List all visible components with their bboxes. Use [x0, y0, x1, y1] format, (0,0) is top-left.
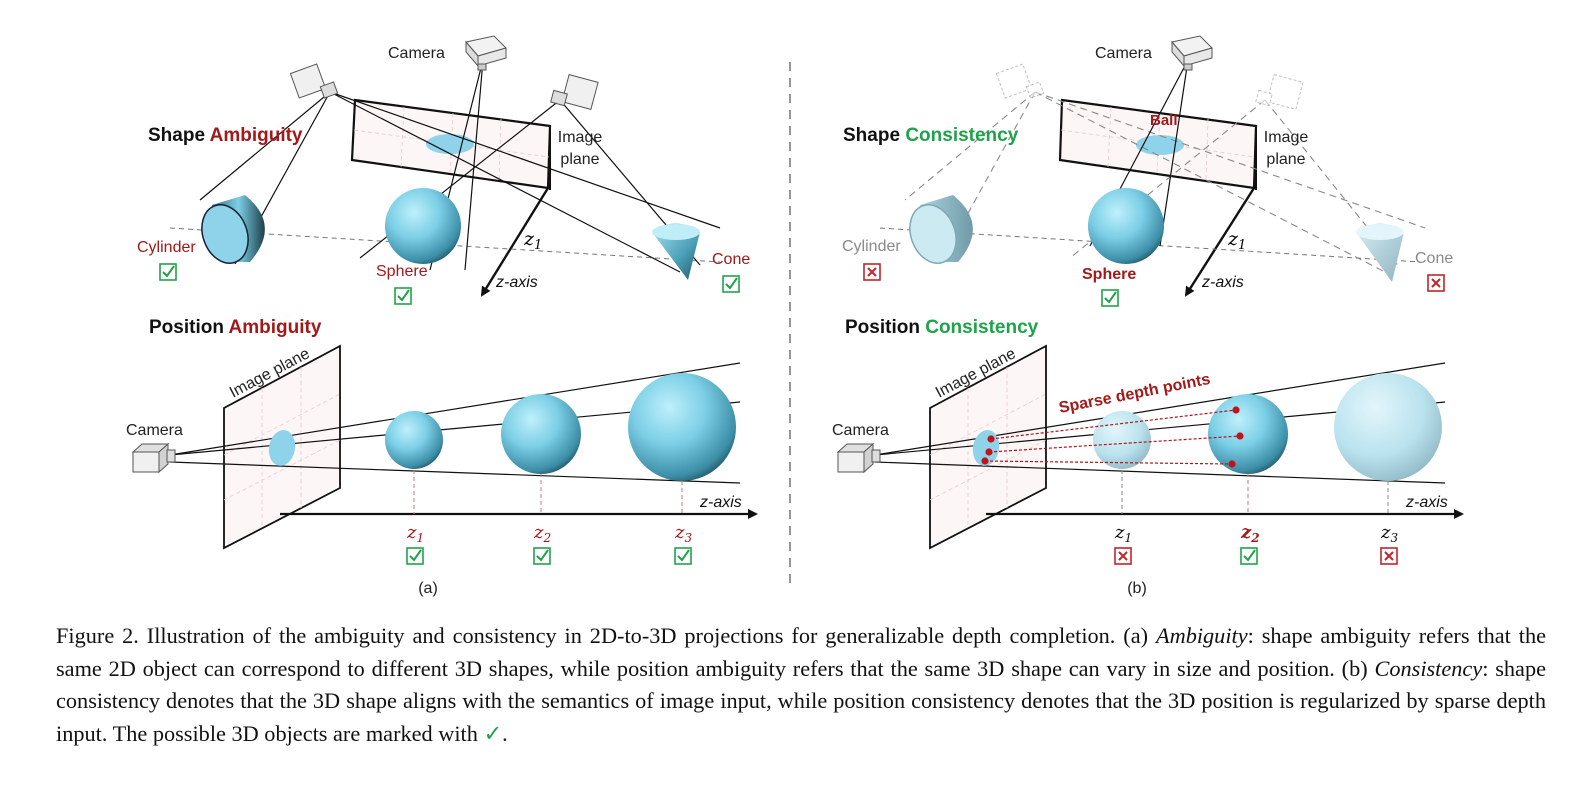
cylinder-label: Cylinder — [137, 239, 196, 256]
check-icon — [1101, 289, 1119, 307]
cone-label: Cone — [1415, 250, 1453, 267]
check-icon — [722, 275, 740, 293]
camera-label: Camera — [1095, 45, 1152, 62]
cross-icon — [1114, 547, 1132, 565]
cross-icon — [863, 263, 881, 281]
caption-part-1: Figure 2. Illustration of the ambiguity … — [56, 623, 1156, 648]
check-mark-icon: ✓ — [483, 720, 503, 746]
camera-left-faded-icon — [995, 63, 1045, 99]
check-icon — [394, 287, 412, 305]
image-plane-label: Image — [1264, 129, 1309, 146]
camera-right-icon — [550, 73, 599, 111]
check-icon — [674, 547, 692, 565]
caption-part-3: : shape consistency denotes that the 3D … — [56, 655, 1546, 746]
cross-icon — [1427, 274, 1445, 292]
cylinder-faded-shape — [909, 195, 973, 264]
cylinder-label: Cylinder — [842, 238, 901, 255]
camera-icon — [131, 442, 176, 474]
panel-a-shape-scene — [169, 35, 721, 297]
z-axis-bottom-label: z-axis — [1405, 494, 1448, 511]
projected-blob — [426, 134, 474, 154]
z-axis-label: z-axis — [1201, 274, 1244, 291]
shape-ambiguity-title: Shape Ambiguity — [148, 125, 303, 146]
check-icon — [1240, 547, 1258, 565]
cone-label: Cone — [712, 251, 750, 268]
position-ambiguity-title: Position Ambiguity — [149, 317, 322, 338]
z1-label: z1 — [1227, 228, 1246, 253]
caption-consistency: Consistency — [1374, 655, 1483, 681]
caption-part-4: . — [502, 720, 508, 746]
sparse-depth-label: Sparse depth points — [1058, 371, 1212, 417]
z2-label: z2 — [1240, 522, 1260, 545]
camera-icon — [836, 442, 881, 474]
sphere-label: Sphere — [1082, 266, 1136, 283]
camera-left-icon — [289, 63, 339, 99]
z1-label: z1 — [1114, 522, 1132, 545]
panel-b-position-scene — [836, 344, 1464, 550]
z1-label: z1 — [523, 228, 542, 253]
panel-a-position-scene — [131, 344, 758, 550]
z-axis-bottom-label: z-axis — [699, 494, 742, 511]
camera-bottom-label: Camera — [832, 422, 889, 439]
figure-diagram: Camera Shape Ambiguity Image plane Cylin… — [126, 35, 1464, 597]
z2-label: z2 — [533, 522, 551, 545]
check-icon — [406, 547, 424, 565]
camera-bottom-label: Camera — [126, 422, 183, 439]
caption-part-2: : shape ambiguity refers that the same 2… — [56, 623, 1546, 681]
cross-icon — [1380, 547, 1398, 565]
cylinder-shape — [201, 195, 265, 264]
camera-label: Camera — [388, 45, 445, 62]
position-consistency-title: Position Consistency — [845, 317, 1039, 338]
sphere-shape — [1088, 188, 1164, 264]
ball-label: Ball — [1150, 112, 1178, 129]
figure-caption: Figure 2. Illustration of the ambiguity … — [56, 620, 1546, 750]
check-icon — [159, 263, 177, 281]
sphere-shape — [385, 188, 461, 264]
image-plane-label-2: plane — [560, 151, 599, 168]
image-plane-label: Image — [558, 129, 603, 146]
camera-right-faded-icon — [1255, 73, 1304, 111]
z-axis-label: z-axis — [495, 274, 538, 291]
sphere-label: Sphere — [376, 263, 428, 280]
check-icon — [533, 547, 551, 565]
caption-ambiguity: Ambiguity — [1155, 623, 1248, 648]
z3-label: z3 — [1380, 522, 1398, 545]
panel-b-shape-scene — [879, 35, 1426, 297]
image-plane-label-2: plane — [1266, 151, 1305, 168]
panel-b-label: (b) — [1127, 580, 1147, 597]
camera-icon — [1171, 35, 1213, 71]
panel-a-label: (a) — [418, 580, 438, 597]
shape-consistency-title: Shape Consistency — [843, 125, 1019, 146]
z1-label: z1 — [406, 522, 424, 545]
camera-icon — [465, 35, 507, 71]
z3-label: z3 — [674, 522, 692, 545]
